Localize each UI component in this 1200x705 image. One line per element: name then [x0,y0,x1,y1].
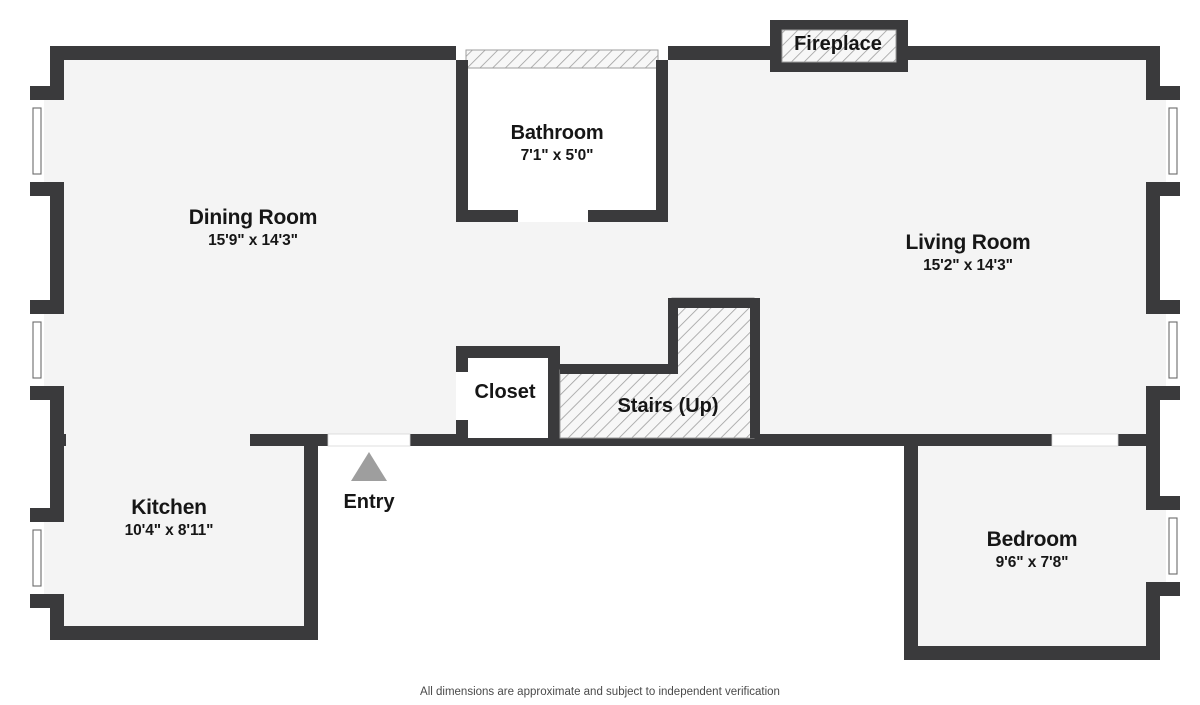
upper-floor-fill [30,46,1176,446]
wall-left-upper-corner [50,46,64,90]
bathroom-structure [456,46,668,222]
wall-kitchen-bay-bottom [30,594,64,608]
stairs-wall-right [750,298,760,438]
wall-left-bay1-bottom [30,182,64,196]
bathroom-wall-bottom-right [588,210,668,222]
bathroom-top-hatch [465,49,659,69]
stairs-wall-upper-left [668,298,678,370]
wall-bedroom-right-upper [1146,446,1160,496]
window-left-1-glass [32,107,42,175]
closet-structure [456,346,560,438]
wall-bedroom-bay-bottom [1146,582,1180,596]
wall-left-mid1 [50,196,64,300]
wall-bedroom-right-lower [1146,596,1160,660]
wall-kitchen-left-upper [50,446,64,508]
stairs-wall-lower-top [560,364,678,374]
kitchen-fill [30,446,318,640]
wall-bedroom-bay-top [1146,496,1180,510]
wall-left-bay2-bottom [30,386,64,400]
bathroom-fill [456,46,668,222]
wall-bedroom-bottom [904,646,1160,660]
closet-door-opening [456,372,468,420]
room-fills [30,46,1176,660]
stairs-wall-upper-top [668,298,760,308]
fireplace-structure [770,20,908,72]
wall-kitchen-bay-top [30,508,64,522]
closet-wall-top [456,346,560,358]
wall-bedroom-left [904,446,918,660]
wall-right-bay2-bottom [1146,386,1180,400]
wall-stub-left [50,434,66,446]
wall-right-bay2-top [1146,300,1180,314]
wall-kitchen-right [304,446,318,640]
closet-fill [456,346,560,438]
wall-right-upper-corner [1146,46,1160,90]
bathroom-wall-left [456,60,468,222]
door-openings [327,433,1119,447]
stairs-structure [559,297,760,439]
bathroom-door-opening [518,210,588,222]
windows [30,100,1180,594]
closet-wall-right [548,346,560,438]
bathroom-wall-bottom-left [456,210,518,222]
wall-right-mid1 [1146,196,1160,300]
wall-left-bay1-top [30,86,64,100]
entry-door-opening [327,433,411,447]
wall-right-bay1-top [1146,86,1180,100]
bathroom-wall-right [656,60,668,222]
closet-wall-left-upper [456,346,468,372]
bedroom-door-opening [1051,433,1119,447]
window-kitchen-glass [32,529,42,587]
window-right-2-glass [1168,321,1178,379]
bedroom-fill [904,446,1176,660]
window-bedroom-glass [1168,517,1178,575]
fireplace-hatch [781,29,897,63]
wall-middle-right [1118,434,1160,446]
wall-kitchen-bottom [50,626,318,640]
wall-middle-left [250,434,328,446]
window-left-2-glass [32,321,42,379]
closet-wall-left-lower [456,420,468,438]
window-right-1-glass [1168,107,1178,175]
wall-left-bay2-top [30,300,64,314]
triangle-up-icon [351,452,387,481]
wall-right-bay1-bottom [1146,182,1180,196]
